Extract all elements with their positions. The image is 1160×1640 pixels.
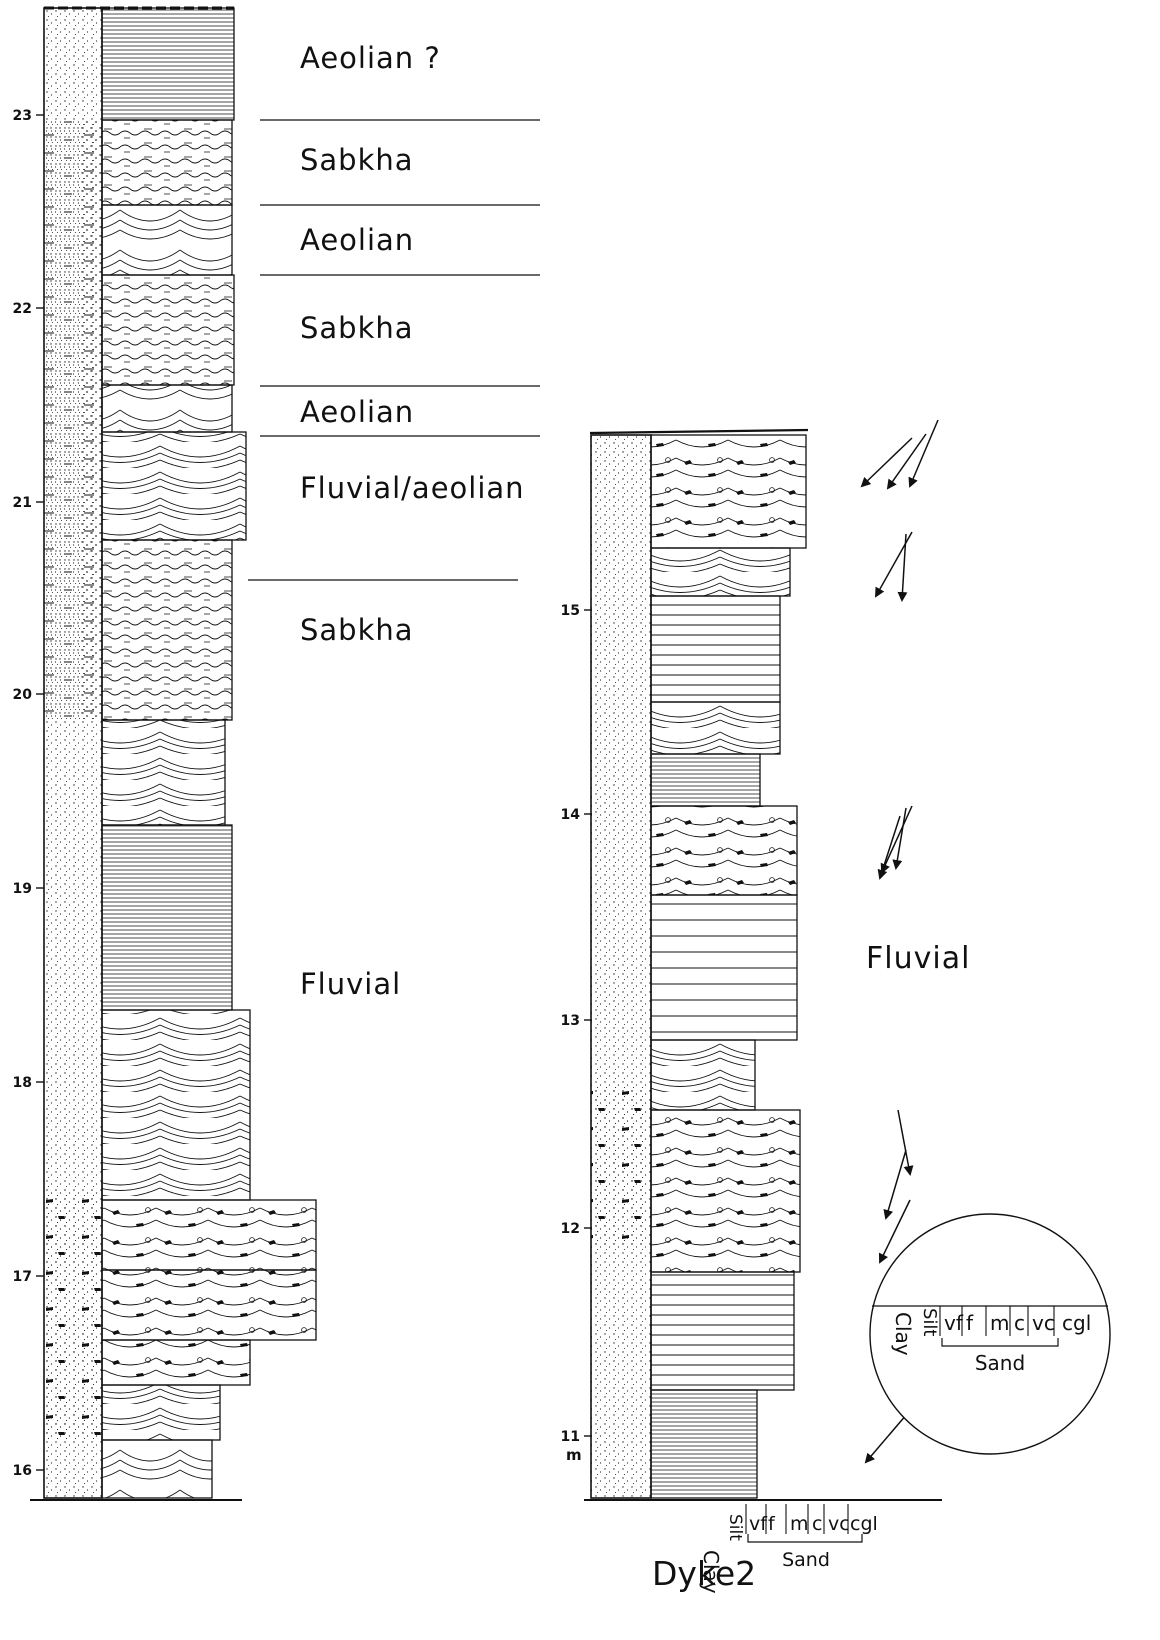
left-sabkha-lower-block [102, 540, 232, 720]
left-tick-label: 20 [13, 687, 33, 703]
left-facies-label: Aeolian [300, 395, 414, 429]
left-tick-label: 23 [13, 108, 32, 124]
inset-size: c [1014, 1311, 1025, 1335]
right-lithology-strip [591, 435, 651, 1498]
left-fluvial-base-block [102, 1440, 212, 1498]
left-fluvial-cross-block [102, 720, 225, 825]
left-fluvial-ripple-block [102, 1385, 220, 1440]
right-ripple-block [651, 1040, 755, 1110]
left-aeolian-lower-block [102, 385, 232, 432]
inset-sand: Sand [975, 1351, 1025, 1375]
right-lower-planar-block [651, 1272, 794, 1390]
left-facies-label: Fluvial/aeolian [300, 471, 525, 505]
right-unit-label: m [566, 1446, 582, 1464]
right-upper-cross-block-2 [651, 702, 780, 754]
left-tick-label: 22 [13, 301, 32, 317]
left-tick-label: 17 [13, 1269, 32, 1285]
left-fluvial-pebbly-block-3 [102, 1340, 250, 1385]
left-tick-label: 16 [13, 1463, 32, 1479]
grain-scale-size: vf [749, 1513, 768, 1535]
sand-bracket [748, 1534, 862, 1542]
left-aeolian-top-block [102, 8, 234, 120]
right-top-contact [590, 430, 808, 433]
inset-silt: Silt [919, 1308, 940, 1337]
right-lower-pebbly-block [651, 1110, 800, 1272]
palaeocurrent-arrow [876, 532, 912, 596]
left-fluvial-cross-block-2 [102, 1010, 250, 1200]
palaeocurrent-arrow [862, 438, 912, 486]
palaeocurrent-arrow [902, 534, 906, 600]
right-tick-label: 14 [561, 807, 581, 823]
grain-scale-size: cgl [850, 1513, 878, 1535]
left-facies-label: Sabkha [300, 311, 414, 345]
right-conglomerate-strip [591, 1085, 651, 1245]
right-tick-label: 12 [561, 1221, 580, 1237]
right-tick-label: 11 [561, 1429, 580, 1445]
inset-size: m [990, 1311, 1009, 1335]
left-facies-label: Aeolian ? [300, 41, 441, 75]
palaeocurrent-arrow [898, 1110, 910, 1174]
grain-scale-size: vc [828, 1513, 850, 1535]
right-middle-planar-block [651, 895, 797, 1040]
left-fluvial-laminated-block [102, 825, 232, 1010]
grain-scale-size: m [790, 1513, 809, 1535]
right-upper-cross-block [651, 548, 790, 596]
grain-scale-size: f [768, 1513, 776, 1535]
grain-scale-sand: Sand [782, 1549, 830, 1571]
left-sabkha-strip [44, 120, 102, 720]
left-sabkha-upper-block [102, 120, 232, 205]
left-tick-label: 19 [13, 881, 32, 897]
inset-clay: Clay [891, 1312, 915, 1356]
left-conglomerate-strip [44, 1190, 102, 1440]
inset-size: f [966, 1311, 974, 1335]
palaeocurrent-arrow [886, 1150, 906, 1218]
right-tick-label: 15 [561, 603, 580, 619]
grain-scale-size: c [812, 1513, 822, 1535]
left-facies-label: Aeolian [300, 223, 414, 257]
left-fluvial-pebbly-block-1 [102, 1200, 316, 1270]
right-tick-label: 13 [561, 1013, 580, 1029]
right-facies-label: Fluvial [866, 941, 970, 976]
left-facies-label: Fluvial [300, 967, 401, 1001]
right-upper-pebbly-block [651, 435, 806, 548]
left-sabkha-middle-block [102, 275, 234, 385]
right-basal-laminated-block [651, 1390, 757, 1498]
inset-size: vc [1032, 1311, 1055, 1335]
grain-scale-clay: Clay [699, 1550, 723, 1594]
left-tick-label: 18 [13, 1075, 32, 1091]
left-fluvial-pebbly-block-2 [102, 1270, 316, 1340]
left-facies-label: Sabkha [300, 613, 414, 647]
right-middle-pebbly-block [651, 806, 797, 895]
left-fluvial-aeolian-block [102, 432, 246, 540]
grain-scale-silt: Silt [725, 1514, 745, 1541]
right-laminated-block [651, 754, 760, 806]
palaeocurrent-arrow [910, 420, 938, 486]
left-tick-label: 21 [13, 495, 32, 511]
palaeocurrent-arrow [880, 816, 900, 878]
left-facies-label: Sabkha [300, 143, 414, 177]
inset-size: vf [944, 1311, 964, 1335]
left-aeolian-upper-block [102, 205, 232, 275]
inset-size: cgl [1062, 1311, 1091, 1335]
right-upper-planar-block [651, 596, 780, 702]
